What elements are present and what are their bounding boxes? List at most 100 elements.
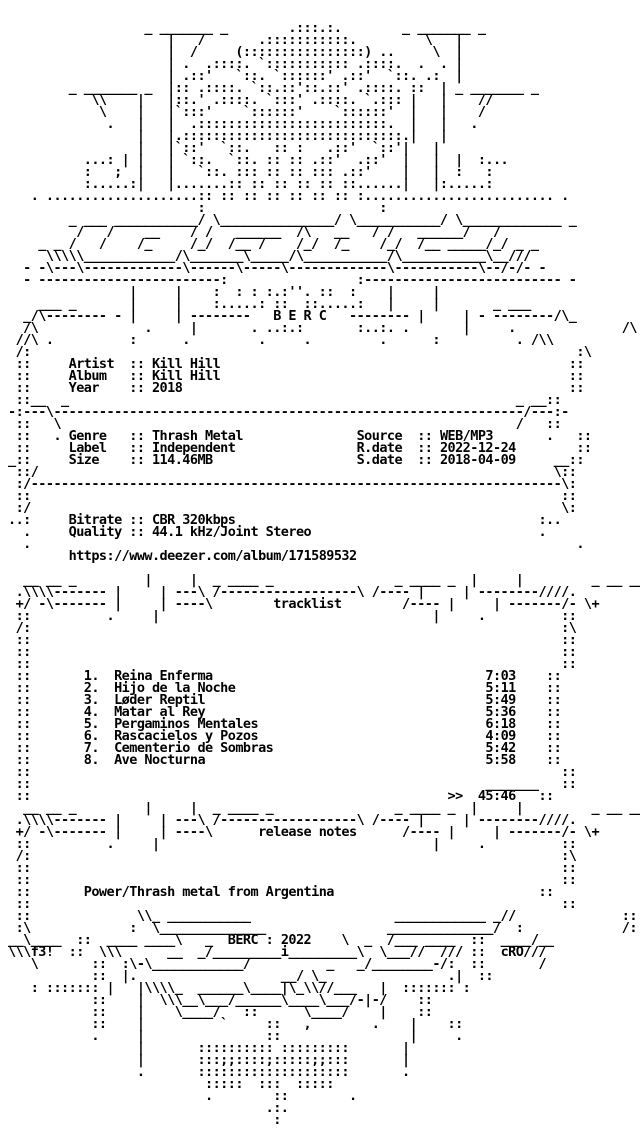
track-title: Pergaminos Mentales [114, 716, 259, 732]
track-title: Matar al Rey [114, 704, 206, 720]
ascii-art: . :::::::::::::::::::: . [8, 1064, 410, 1080]
total-time: 45:46 [477, 788, 516, 804]
ascii-art: | . .::::. `::::::::::: .::::. . . | [8, 56, 463, 72]
track-row: :: 7. Cementerio de Sombras 5:42 :: [8, 740, 562, 756]
ascii-art: . | :: | . [8, 1028, 463, 1044]
track-number: 2. [83, 680, 100, 696]
ascii-art: :: _______ :: [8, 776, 577, 792]
track-number: 8. [83, 752, 100, 768]
ascii-art: /\ . | . ..:.: :..:. . | . /\ [8, 320, 637, 336]
release-notes-text: Power/Thrash metal from Argentina [83, 884, 335, 900]
info-row-label-rdate: :: Label :: Independent R.date :: 2022-1… [8, 440, 593, 456]
ascii-art: : : [8, 200, 387, 216]
ascii-art: | |.:::::::::::::::::::::::::::::.| | [8, 128, 448, 144]
ascii-art: :/--------------------------------------… [8, 476, 577, 492]
total-row: :: >> 45:46 :: [8, 788, 555, 804]
ascii-art: _ ___ ___________/ \_______________/ \__… [8, 212, 577, 228]
ascii-art: _ _ / / /_ /_/ /__ / /_/ /_ /_/ /__ ____… [8, 236, 539, 252]
ascii-art: \ | |`:::' `::::::' `::::::' | | / [8, 104, 486, 120]
ascii-art: _ _______ _ |:: .::::. `::.::'::.::' .::… [8, 80, 539, 96]
total-marker: >> [447, 788, 464, 804]
album-value: Kill Hill [151, 368, 221, 384]
year-label: Year [68, 380, 100, 396]
ascii-art: -:---\----------------------------------… [8, 404, 569, 420]
rdate-label: R.date [356, 440, 403, 456]
label-label: Label [68, 440, 107, 456]
bitrate-label: Bitrate [68, 512, 123, 528]
section-tracklist: +/ -\------- | | ----\ tracklist /---- |… [8, 596, 600, 612]
track-time: 5:11 [485, 680, 516, 696]
ascii-art: _ _______ _ .:::.:. _ _______ _ [8, 20, 486, 36]
ascii-art: :: \ / :: [8, 416, 562, 432]
ascii-art: ::__ _ _ __:: [8, 392, 562, 408]
track-title: Rascacielos y Pozos [114, 728, 259, 744]
track-time: 5:49 [485, 692, 516, 708]
track-time: 5:36 [485, 704, 516, 720]
album-label: Album [68, 368, 107, 384]
quality-value: 44.1 kHz/Joint Stereo [151, 524, 312, 540]
ascii-art: .:. [8, 1100, 289, 1116]
track-time: 5:58 [485, 752, 516, 768]
track-row: :: 6. Rascacielos y Pozos 4:09 :: [8, 728, 562, 744]
track-title: Løder Reptil [114, 692, 206, 708]
year-value: 2018 [151, 380, 183, 396]
ascii-art: . | | .:::::::::::::::::::::::::. | | . [8, 116, 479, 132]
artist-label: Artist [68, 356, 115, 372]
ascii-art: | / .:::::::::::. \ | [8, 32, 463, 48]
section-release-notes: +/ -\------- | | ----\ release notes /--… [8, 824, 600, 840]
ascii-art: . . [8, 536, 584, 552]
track-time: 4:09 [485, 728, 516, 744]
right-tag: cRO [500, 944, 524, 960]
info-row-year: :: Year :: 2018 :: [8, 380, 585, 396]
ascii-art: .\\\\------- | | ---\ /-----------------… [8, 812, 577, 828]
ascii-art: :: :: [8, 860, 577, 876]
genre-label: Genre [68, 428, 107, 444]
ascii-art: / / __ / / ______ /\ __ / / ______/ / [8, 224, 501, 240]
ascii-art: | :::;;::::;:::::;;::: | [8, 1052, 410, 1068]
track-row: :: 1. Reina Enferma 7:03 :: [8, 668, 562, 684]
track-time: 7:03 [485, 668, 516, 684]
ascii-art: :: | \____/ :: \____/ | :: [8, 1004, 433, 1020]
track-title: Reina Enferma [114, 668, 213, 684]
track-row: :: 8. Ave Nocturna 5:58 :: [8, 752, 562, 768]
track-number: 5. [83, 716, 100, 732]
ascii-art: :: :: [8, 764, 577, 780]
ascii-art: :: :: [8, 656, 577, 672]
footer-tags-row: \\\f3! :: \\\ __ _/_________i_________\ … [8, 944, 547, 960]
track-title: Ave Nocturna [114, 752, 206, 768]
ascii-art: :: . | | . :: [8, 836, 577, 852]
track-title: Cementerio de Sombras [114, 740, 274, 756]
ascii-art: :: | ` :: , . | :: [8, 1016, 463, 1032]
ascii-art: - -\---\-------------\------\-----\-----… [8, 260, 547, 276]
ascii-art: .\\\\------- | | ---\ /-----------------… [8, 584, 577, 600]
ascii-art: _/\-------- - | | -------- B E R C -----… [8, 308, 577, 324]
left-tag: f3! [30, 944, 54, 960]
ascii-art: \\\\\____________/\_______\_____/\______… [8, 248, 532, 264]
genre-value: Thrash Metal [151, 428, 243, 444]
ascii-art: /: :\ [8, 620, 577, 636]
ascii-art: /: :\ [8, 344, 592, 360]
ascii-art: :: :: [8, 644, 577, 660]
ascii-art: :/ \: [8, 500, 577, 516]
ascii-art: \ :: :\-\____________/ _ _/________-/: :… [8, 956, 547, 972]
ascii-art: ::/ \:: [8, 464, 577, 480]
ascii-art: | .::' `::. `::::::' .::' `::. .: | [8, 68, 463, 84]
group-letters: B E R C [273, 308, 327, 324]
ascii-art: :: :: [8, 872, 577, 888]
label-value: Independent [151, 440, 236, 456]
size-value: 114.46MB [151, 452, 213, 468]
ascii-art: . :: . [8, 1088, 357, 1104]
track-row: :: 2. Hijo de la Noche 5:11 :: [8, 680, 562, 696]
ascii-art: __ __ _ | | _ ____ _ _ ____ _ | | _ __ _… [8, 572, 640, 588]
release-notes-heading: release notes [258, 824, 357, 840]
bitrate-value: CBR 320kbps [151, 512, 236, 528]
quality-label: Quality [68, 524, 123, 540]
ascii-art: : ::::::: | |\\\\_ ______\____|\_\\//___… [8, 980, 471, 996]
ascii-art: :: | \\\__\___/______\____\___/-|-/ :: [8, 992, 433, 1008]
deezer-link[interactable]: https://www.deezer.com/album/171589532 [68, 548, 358, 564]
track-number: 6. [83, 728, 100, 744]
ascii-art: :\ : \______________ ______________/ : /… [8, 920, 638, 936]
artist-value: Kill Hill [151, 356, 221, 372]
sdate-value: 2018-04-09 [439, 452, 516, 468]
track-time: 6:18 [485, 716, 516, 732]
